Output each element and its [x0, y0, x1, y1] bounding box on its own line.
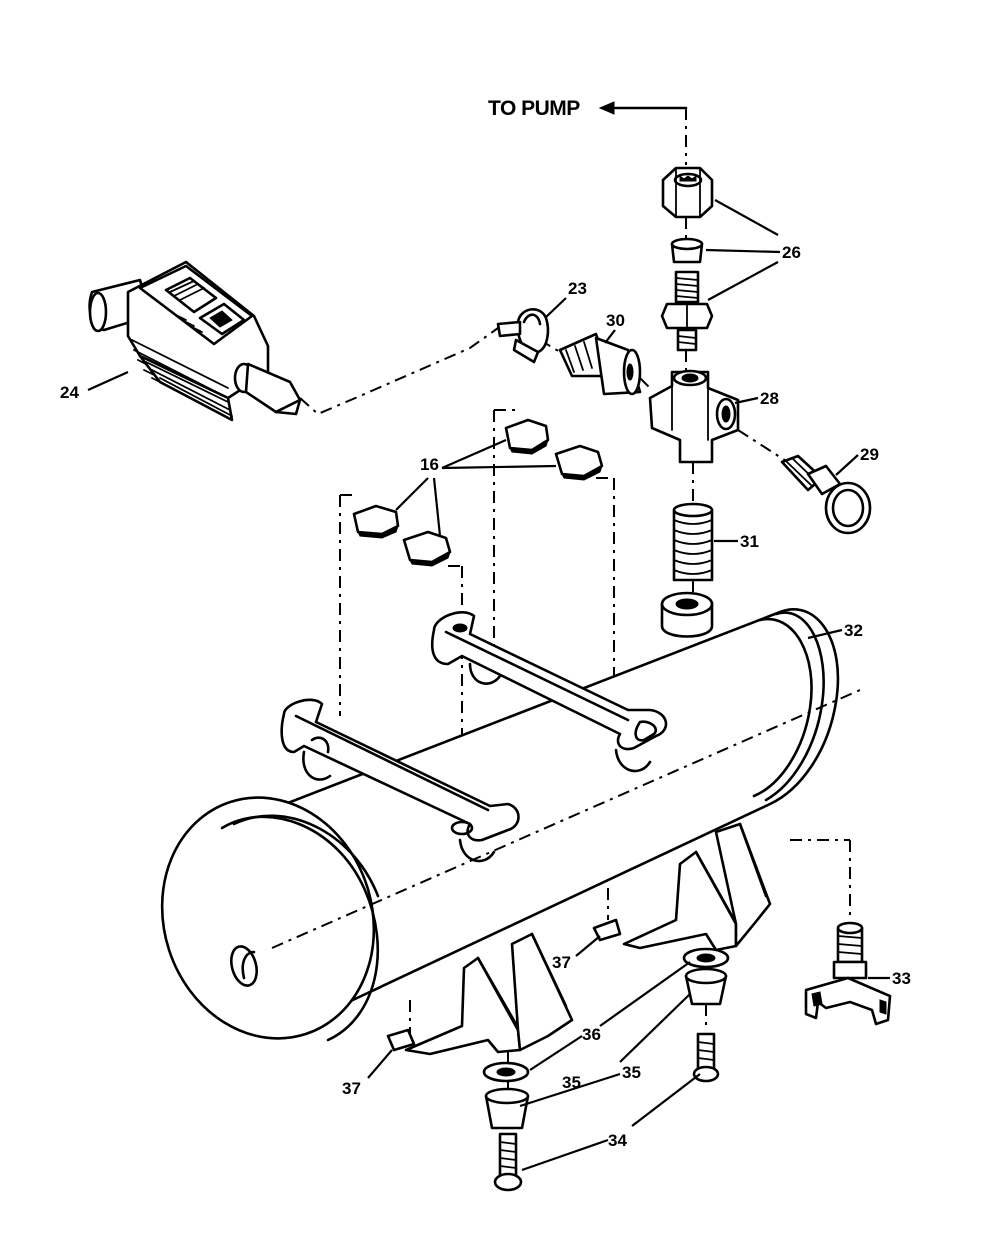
callout-32: 32: [807, 621, 863, 640]
callout-35-front: 35: [519, 1072, 621, 1108]
drain-valve-33: [804, 921, 892, 1026]
air-tank-32: [160, 591, 861, 1042]
callout-24-label: 24: [60, 383, 79, 402]
callout-28: 28: [734, 389, 779, 408]
rear-foot-hardware: [682, 947, 730, 1083]
callout-35-rear: 35: [619, 993, 691, 1082]
to-pump-label: TO PUMP: [488, 97, 580, 120]
callout-36: 36: [529, 961, 691, 1071]
check-valve-30: [539, 332, 653, 396]
callout-34-label: 34: [608, 1131, 627, 1150]
callout-30-label: 30: [606, 311, 625, 330]
callout-16: 16: [395, 438, 557, 537]
callout-28-label: 28: [760, 389, 779, 408]
pressure-switch-24: [88, 260, 302, 422]
callout-29: 29: [835, 445, 879, 476]
callout-31-label: 31: [740, 532, 759, 551]
callout-24: 24: [60, 370, 129, 402]
callout-26-label: 26: [782, 243, 801, 262]
safety-valve-29: [780, 454, 872, 535]
callout-37-rear: 37: [552, 935, 601, 972]
cross-fitting-28: [648, 369, 801, 508]
callout-29-label: 29: [860, 445, 879, 464]
foot-bracket-front: [386, 932, 574, 1056]
callout-23-label: 23: [568, 279, 587, 298]
callout-16-label: 16: [420, 455, 439, 474]
callout-32-label: 32: [844, 621, 863, 640]
callout-36-label: 36: [582, 1025, 601, 1044]
foot-bracket-rear: [592, 822, 851, 952]
clamp-23: [496, 308, 550, 364]
callout-37-front-label: 37: [342, 1079, 361, 1098]
callout-23: 23: [544, 279, 587, 319]
top-bracket-front: [280, 698, 520, 863]
callout-33: 33: [868, 969, 911, 988]
callout-33-label: 33: [892, 969, 911, 988]
nipple-31: [672, 502, 714, 602]
callout-35-rear-label: 35: [622, 1063, 641, 1082]
to-pump-arrow: TO PUMP: [488, 97, 688, 165]
callout-30: 30: [604, 311, 625, 344]
front-foot-hardware: [482, 1052, 530, 1192]
callout-26: 26: [705, 199, 801, 301]
callout-37-front: 37: [342, 1049, 393, 1098]
fitting-assembly-26: [660, 166, 714, 372]
tubing-path: [299, 327, 499, 416]
rubber-pads-16: [339, 409, 615, 794]
callout-35-front-label: 35: [562, 1073, 581, 1092]
callout-37-rear-label: 37: [552, 953, 571, 972]
callout-31: 31: [714, 532, 759, 551]
top-bracket-rear: [430, 610, 668, 773]
callout-34: 34: [521, 1073, 701, 1172]
